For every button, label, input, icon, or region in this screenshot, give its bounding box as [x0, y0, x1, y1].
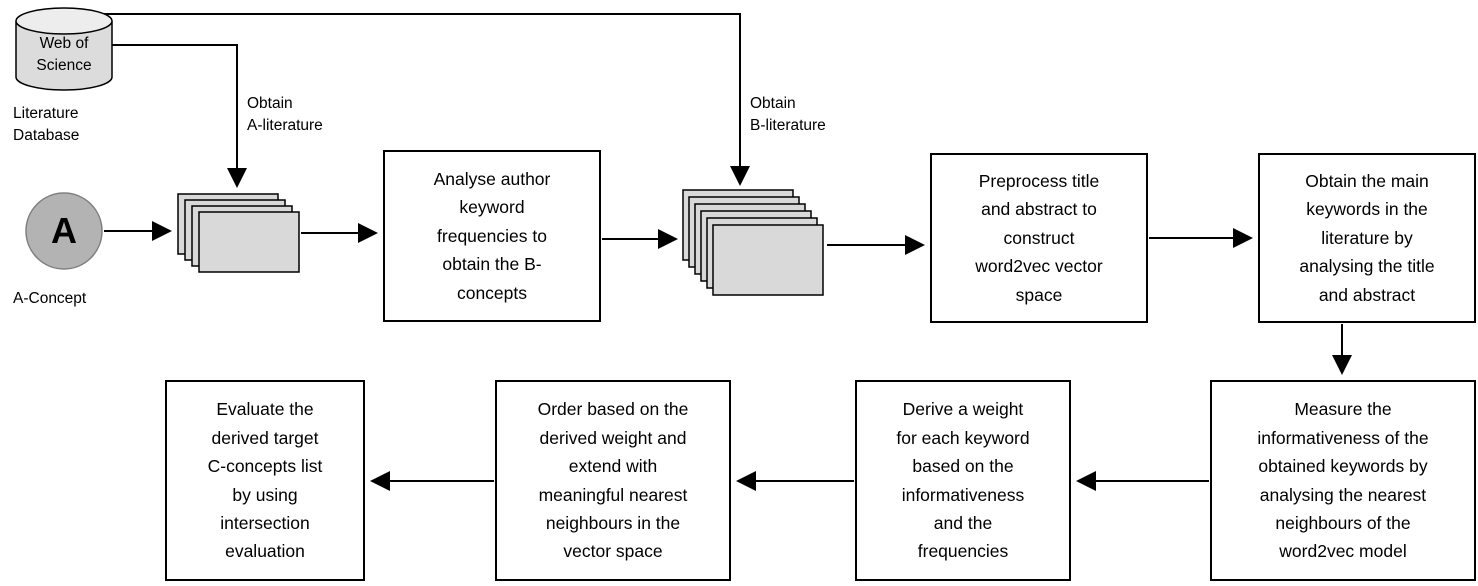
process-box-derive-weight: Derive a weight for each keyword based o… [855, 380, 1071, 581]
process-box-measure-informativeness: Measure the informativeness of the obtai… [1210, 380, 1476, 581]
process-box-measure-informativeness-text: Measure the informativeness of the obtai… [1257, 399, 1429, 562]
process-box-preprocess-word2vec-text: Preprocess title and abstract to constru… [975, 171, 1103, 305]
process-box-order-and-extend: Order based on the derived weight and ex… [495, 380, 731, 581]
process-box-evaluate-c-concepts: Evaluate the derived target C-concepts l… [165, 380, 365, 581]
database-cylinder-top [15, 7, 113, 35]
a-concept-circle-icon [25, 192, 103, 270]
process-box-obtain-main-keywords-text: Obtain the main keywords in the literatu… [1299, 171, 1435, 305]
a-concept-caption: A-Concept [13, 290, 87, 307]
database-caption: Literature Database [13, 105, 80, 145]
document-sheet [198, 211, 300, 273]
process-box-obtain-main-keywords: Obtain the main keywords in the literatu… [1258, 153, 1476, 323]
process-box-evaluate-c-concepts-text: Evaluate the derived target C-concepts l… [207, 399, 323, 562]
database-cylinder-icon [15, 7, 113, 91]
a-concept-letter: A [51, 210, 77, 251]
process-box-derive-weight-text: Derive a weight for each keyword based o… [896, 399, 1030, 562]
a-literature-stack-icon [177, 193, 300, 273]
b-literature-stack-icon [682, 189, 824, 296]
process-box-order-and-extend-text: Order based on the derived weight and ex… [537, 399, 689, 562]
process-box-analyse-keywords: Analyse author keyword frequencies to ob… [383, 150, 601, 322]
connector-database-to-a-literature [100, 44, 247, 188]
connector-label-obtain-a-literature: Obtain A-literature [247, 95, 323, 135]
database-label: Web of Science [36, 35, 92, 75]
process-box-preprocess-word2vec: Preprocess title and abstract to constru… [930, 153, 1148, 323]
database-cylinder-body [15, 21, 113, 91]
process-box-analyse-keywords-text: Analyse author keyword frequencies to ob… [433, 169, 551, 303]
connector-database-to-b-literature [64, 13, 750, 186]
connector-label-obtain-b-literature: Obtain B-literature [750, 95, 826, 135]
document-sheet [712, 224, 824, 296]
